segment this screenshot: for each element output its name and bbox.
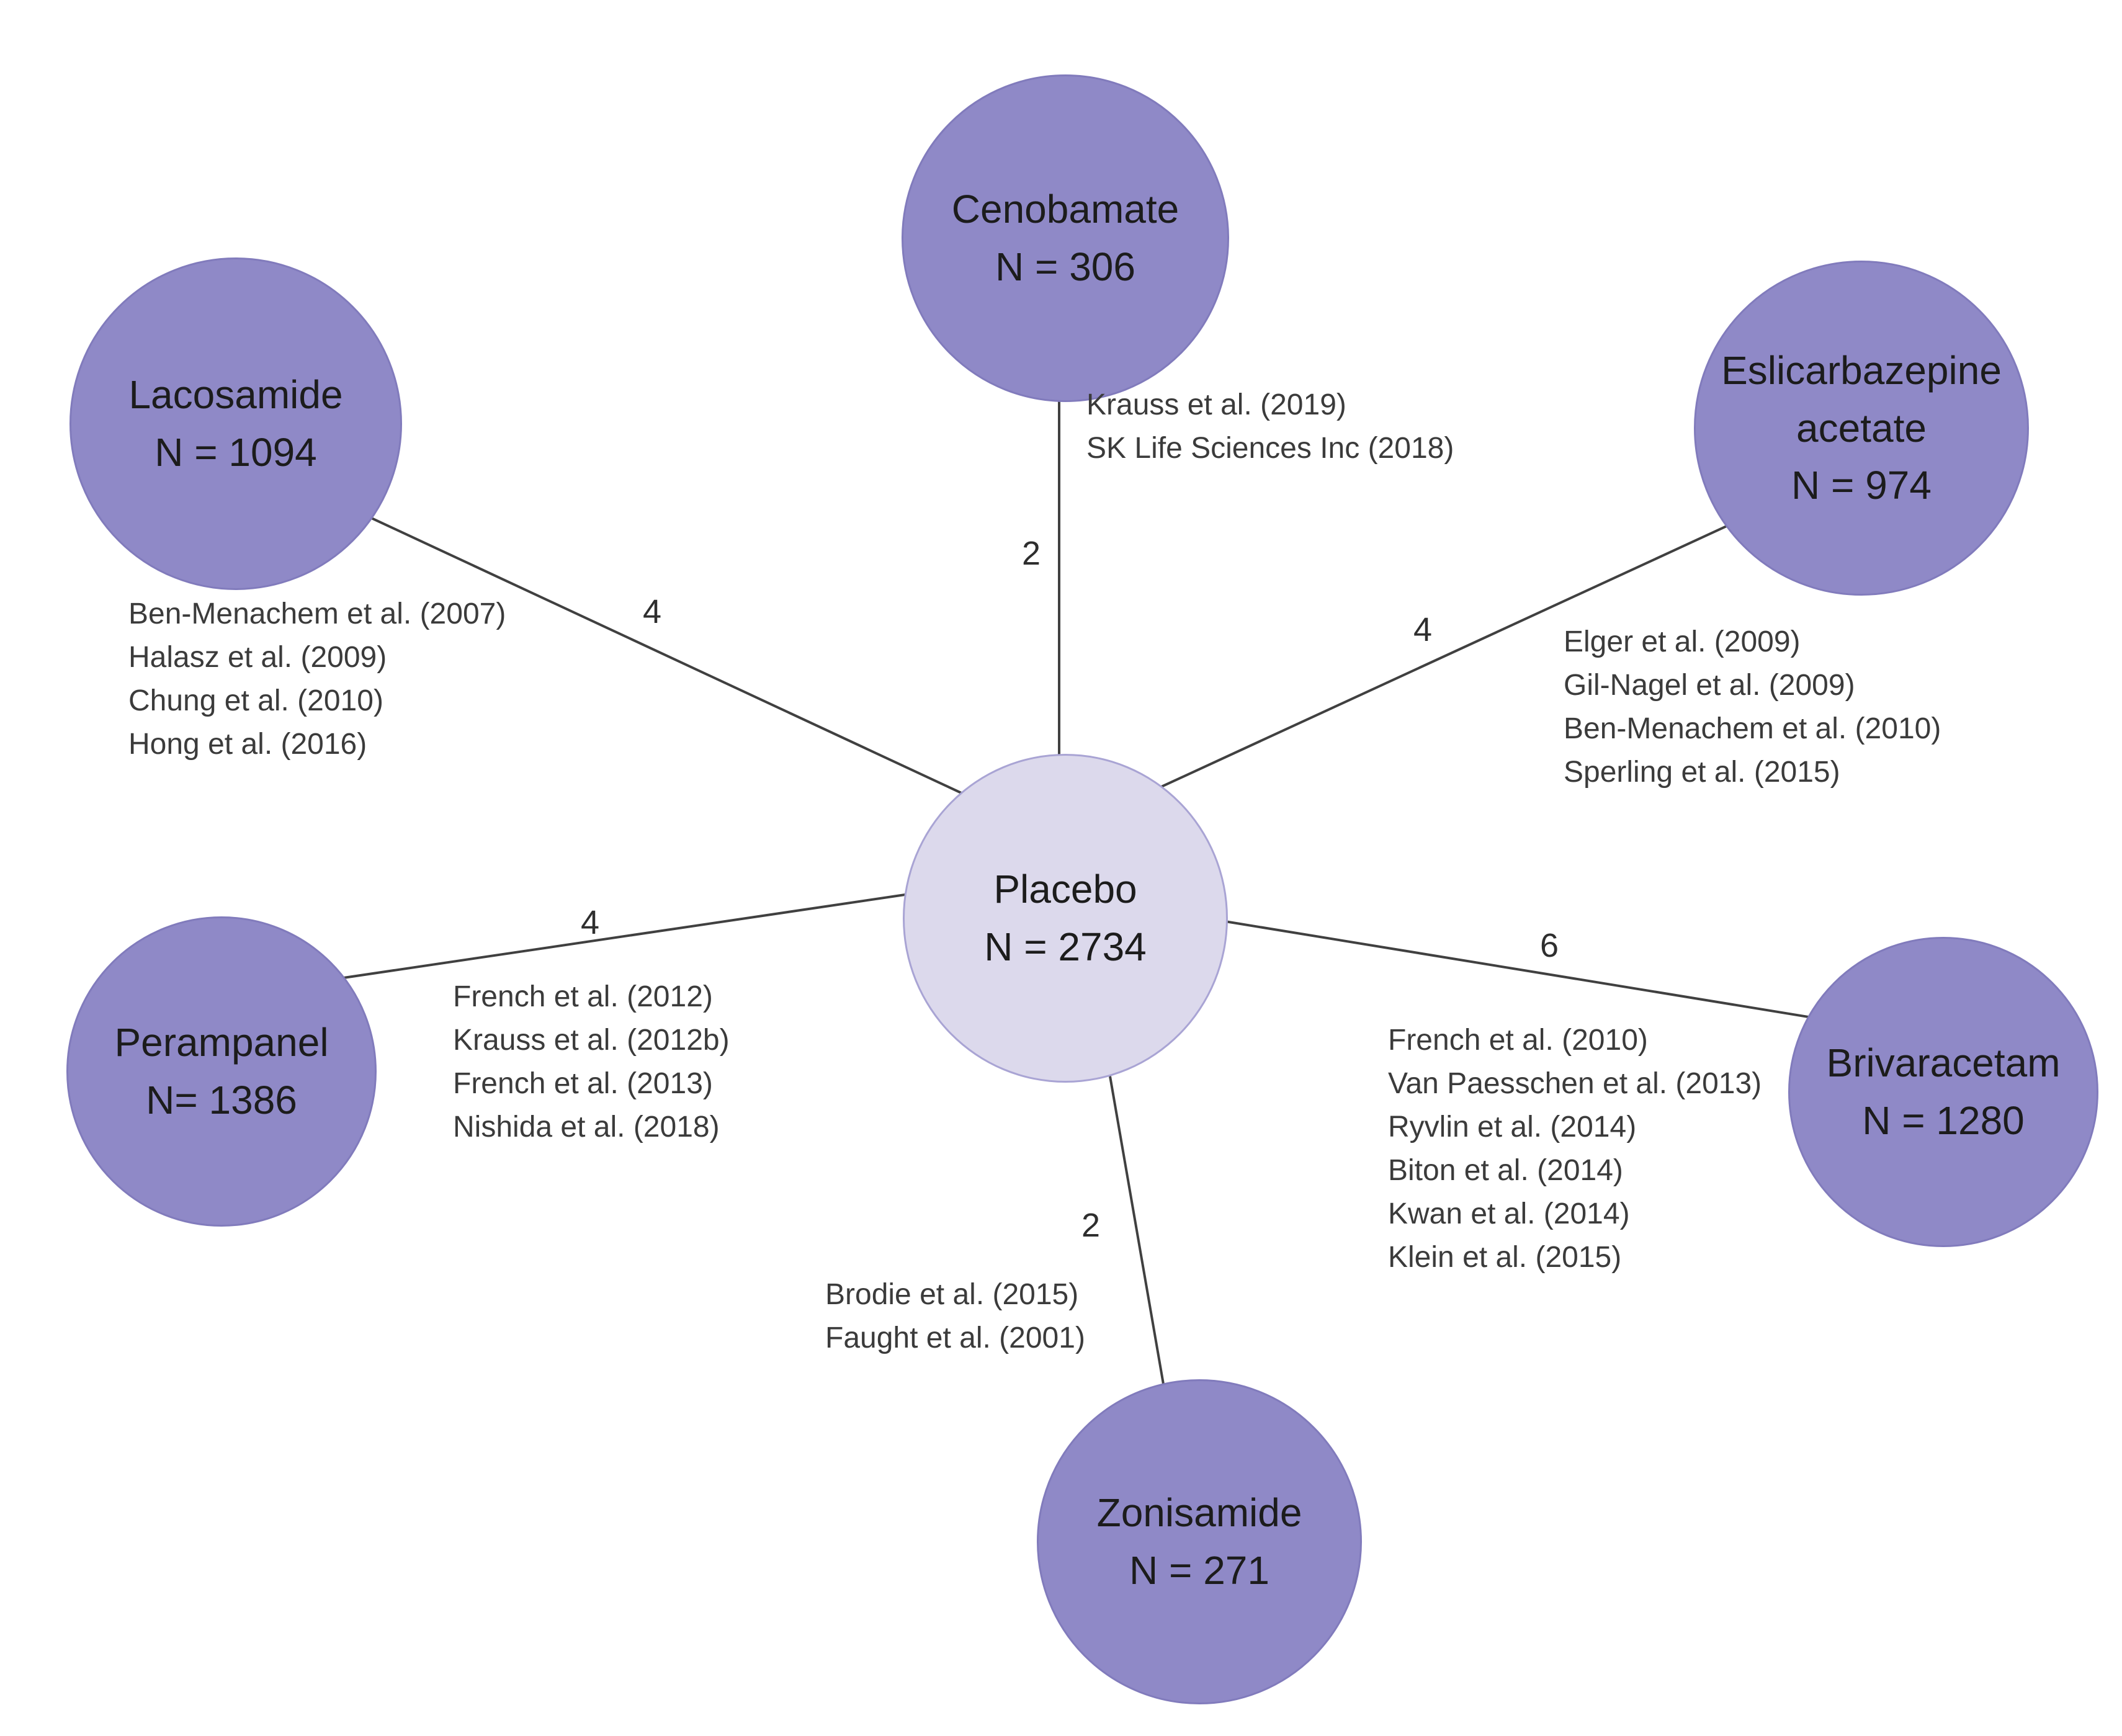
node-label-line2: acetate — [1796, 405, 1927, 450]
study-line: Ben-Menachem et al. (2007) — [128, 597, 506, 630]
study-line: Gil-Nagel et al. (2009) — [1564, 669, 1855, 702]
edge-count-zonisamide: 2 — [1081, 1207, 1101, 1244]
study-line: Biton et al. (2014) — [1388, 1154, 1623, 1187]
node-label: Zonisamide — [1096, 1490, 1302, 1536]
node-cenobamate: Cenobamate N = 306 — [902, 74, 1229, 402]
node-label: Perampanel — [114, 1020, 329, 1065]
study-line: Halasz et al. (2009) — [128, 641, 387, 674]
node-placebo: Placebo N = 2734 — [903, 754, 1228, 1083]
node-n-value: N= 1386 — [146, 1078, 297, 1122]
node-n-value: N = 1094 — [154, 430, 317, 475]
edge-placebo-perampanel — [322, 884, 969, 982]
study-line: SK Life Sciences Inc (2018) — [1086, 432, 1454, 465]
node-perampanel: Perampanel N= 1386 — [66, 916, 377, 1227]
edge-placebo-brivaracetam — [1209, 918, 1862, 1027]
edge-count-cenobamate: 2 — [1021, 535, 1041, 572]
study-line: French et al. (2012) — [453, 980, 713, 1013]
node-label: Brivaracetam — [1826, 1040, 2061, 1086]
study-line: Faught et al. (2001) — [825, 1322, 1085, 1354]
edge-count-perampanel: 4 — [580, 904, 600, 941]
study-line: Ryvlin et al. (2014) — [1388, 1111, 1637, 1143]
node-label: Cenobamate — [951, 187, 1180, 232]
edge-placebo-lacosamide — [347, 506, 969, 797]
study-line: Klein et al. (2015) — [1388, 1241, 1622, 1274]
study-line: Chung et al. (2010) — [128, 684, 383, 717]
node-label: Eslicarbazepine — [1721, 347, 2002, 393]
edge-placebo-zonisamide — [1105, 1054, 1172, 1428]
edge-count-brivaracetam: 6 — [1539, 927, 1559, 964]
study-line: French et al. (2013) — [453, 1067, 713, 1100]
study-line: Ben-Menachem et al. (2010) — [1564, 712, 1941, 745]
node-n-value: N = 974 — [1791, 463, 1932, 508]
node-brivaracetam: Brivaracetam N = 1280 — [1788, 937, 2098, 1247]
studies-eslicarbazepine: Elger et al. (2009) Gil-Nagel et al. (20… — [1564, 620, 1941, 794]
node-n-value: N = 271 — [1129, 1548, 1269, 1593]
study-line: French et al. (2010) — [1388, 1024, 1648, 1057]
node-lacosamide: Lacosamide N = 1094 — [69, 257, 402, 590]
studies-cenobamate: Krauss et al. (2019) SK Life Sciences In… — [1086, 383, 1454, 470]
node-zonisamide: Zonisamide N = 271 — [1037, 1379, 1362, 1704]
studies-lacosamide: Ben-Menachem et al. (2007) Halasz et al.… — [128, 593, 506, 766]
node-n-value: N = 306 — [995, 244, 1135, 289]
node-eslicarbazepine-acetate: Eslicarbazepine acetate N = 974 — [1694, 261, 2029, 596]
study-line: Van Paesschen et al. (2013) — [1388, 1067, 1762, 1100]
study-line: Krauss et al. (2019) — [1086, 388, 1346, 421]
studies-perampanel: French et al. (2012) Krauss et al. (2012… — [453, 975, 730, 1149]
edge-count-eslicarbazepine: 4 — [1413, 611, 1433, 648]
node-n-value: N = 2734 — [984, 924, 1147, 969]
study-line: Krauss et al. (2012b) — [453, 1024, 730, 1057]
edge-count-lacosamide: 4 — [642, 593, 662, 630]
studies-brivaracetam: French et al. (2010) Van Paesschen et al… — [1388, 1019, 1762, 1279]
edge-placebo-eslicarbazepine — [1147, 506, 1769, 794]
study-line: Sperling et al. (2015) — [1564, 756, 1840, 789]
study-line: Nishida et al. (2018) — [453, 1111, 720, 1143]
node-label: Lacosamide — [128, 372, 343, 418]
node-label: Placebo — [993, 867, 1137, 912]
studies-zonisamide: Brodie et al. (2015) Faught et al. (2001… — [825, 1273, 1085, 1360]
study-line: Elger et al. (2009) — [1564, 625, 1801, 658]
node-n-value: N = 1280 — [1862, 1098, 2025, 1143]
study-line: Kwan et al. (2014) — [1388, 1197, 1630, 1230]
study-line: Hong et al. (2016) — [128, 728, 367, 761]
study-line: Brodie et al. (2015) — [825, 1278, 1079, 1311]
